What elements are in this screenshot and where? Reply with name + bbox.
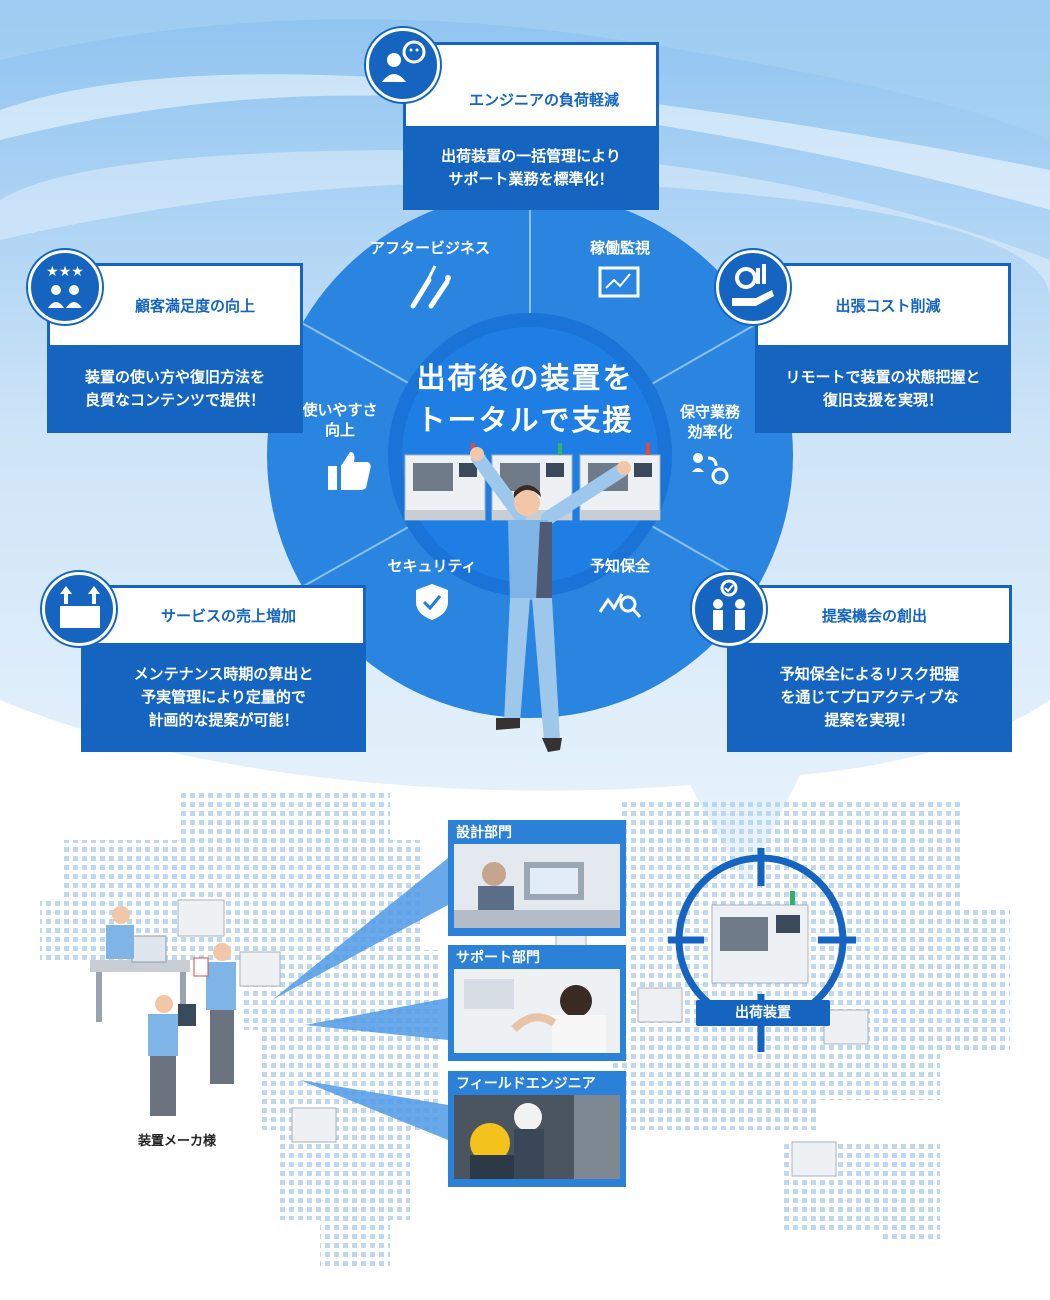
card-travel: 出張コスト削減 リモートで装置の状態把握と 復旧支援を実現！ <box>755 263 1011 433</box>
engineer-chat-icon <box>382 40 426 82</box>
shield-check-icon <box>412 582 452 626</box>
card-proposal-title: 提案機会の創出 <box>727 585 1012 643</box>
dept-design-photo <box>454 844 620 928</box>
wheel-maintenance-efficiency: 保守業務 効率化 <box>679 403 740 441</box>
maker-label: 装置メーカ様 <box>137 1134 216 1149</box>
wheel-predictive: 予知保全 <box>589 557 650 575</box>
badge-travel <box>716 250 790 324</box>
cost-reduction-icon <box>732 264 774 306</box>
shipped-device-label: 出荷装置 <box>696 1000 830 1026</box>
badge-customer: ★★★ <box>28 250 102 324</box>
dept-field-label: フィールドエンジニア <box>456 1076 596 1092</box>
proposal-people-icon <box>713 579 745 630</box>
card-proposal: 提案機会の創出 予知保全によるリスク把握 を通じてプロアクティブな 提案を実現！ <box>727 585 1012 752</box>
badge-sales <box>42 572 116 646</box>
card-proposal-body: 予知保全によるリスク把握 を通じてプロアクティブな 提案を実現！ <box>727 643 1012 752</box>
monitor-chart-icon <box>598 266 640 304</box>
card-engineer: エンジニアの負荷軽減 出荷装置の一括管理により サポート業務を標準化！ <box>403 42 659 210</box>
svg-text:★★★: ★★★ <box>46 264 84 280</box>
person-figure <box>470 447 631 752</box>
beam-field <box>300 1080 448 1140</box>
customer-stars-icon: ★★★ <box>46 264 84 308</box>
dept-field-photo <box>454 1095 620 1179</box>
dept-support-photo <box>454 969 620 1053</box>
sales-growth-icon <box>60 586 100 628</box>
dept-support: サポート部門 <box>448 945 626 1061</box>
card-sales-title: サービスの売上増加 <box>81 585 366 643</box>
dept-field: フィールドエンジニア <box>448 1071 626 1187</box>
center-title: 出荷後の装置を トータルで支援 <box>416 361 634 437</box>
card-engineer-title: エンジニアの負荷軽減 <box>403 42 659 126</box>
beam-design <box>272 858 448 1000</box>
beam-support <box>305 998 448 1040</box>
screwdriver-icon <box>405 262 455 316</box>
badge-engineer <box>366 28 440 102</box>
dept-support-label: サポート部門 <box>456 950 540 966</box>
wheel-usability: 使いやすさ 向上 <box>302 401 378 439</box>
card-sales: サービスの売上増加 メンテナンス時期の算出と 予実管理により定量的で 計画的な提… <box>81 585 366 752</box>
wheel-security: セキュリティ <box>387 557 477 575</box>
card-travel-title: 出張コスト削減 <box>755 263 1011 345</box>
dept-design: 設計部門 <box>448 820 626 936</box>
card-engineer-body: 出荷装置の一括管理により サポート業務を標準化！ <box>403 126 659 210</box>
maker-office <box>90 906 236 1116</box>
wheel-after-business: アフタービジネス <box>369 239 490 257</box>
predictive-search-icon <box>598 584 642 624</box>
remote-support-icon <box>690 450 730 490</box>
card-customer: 顧客満足度の向上 装置の使い方や復旧方法を 良質なコンテンツで提供！ <box>47 263 303 433</box>
thumbs-up-icon <box>326 448 374 496</box>
card-travel-body: リモートで装置の状態把握と 復旧支援を実現！ <box>755 345 1011 433</box>
badge-proposal <box>692 572 766 646</box>
card-sales-body: メンテナンス時期の算出と 予実管理により定量的で 計画的な提案が可能！ <box>81 643 366 752</box>
card-customer-body: 装置の使い方や復旧方法を 良質なコンテンツで提供！ <box>47 345 303 433</box>
dept-design-label: 設計部門 <box>456 825 512 841</box>
wheel-monitoring: 稼働監視 <box>589 239 650 257</box>
